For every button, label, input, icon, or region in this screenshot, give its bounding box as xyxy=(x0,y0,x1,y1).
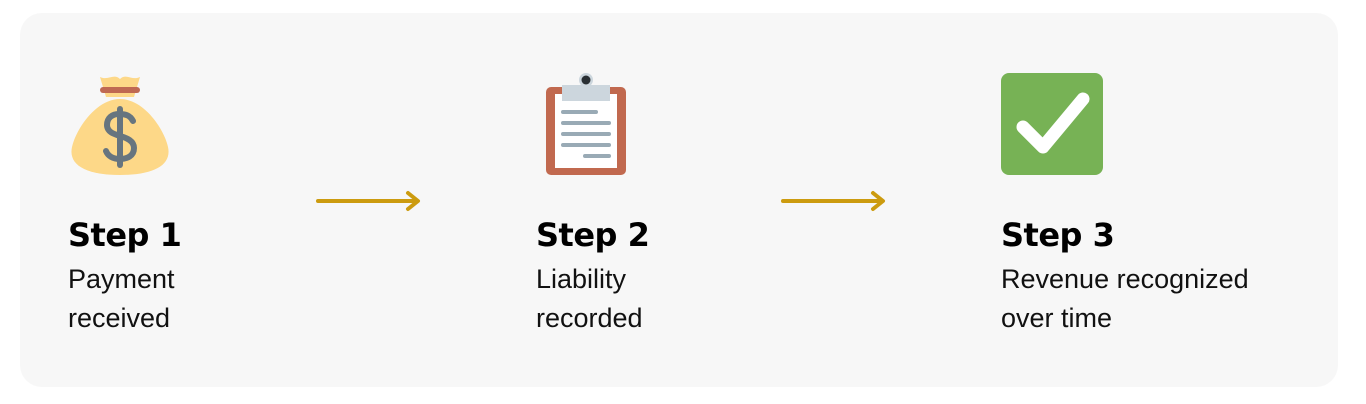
step-description: Payment received xyxy=(68,260,175,338)
step-description-line: Payment xyxy=(68,264,175,294)
step-description-line: over time xyxy=(1001,303,1113,333)
check-background xyxy=(1001,73,1103,175)
money-bag-icon xyxy=(71,76,169,175)
step-description-line: received xyxy=(68,303,171,333)
clipboard-clip xyxy=(562,85,610,101)
step-description-line: Liability xyxy=(536,264,627,294)
dollar-sign xyxy=(103,106,138,168)
clipboard-lines xyxy=(561,110,611,158)
money-bag-tie xyxy=(100,87,140,93)
clipboard-icon xyxy=(546,73,626,175)
step-description-line: Revenue recognized xyxy=(1001,264,1249,294)
step-title: Step 1 xyxy=(68,216,182,254)
step-title: Step 2 xyxy=(536,216,650,254)
step-description-line: recorded xyxy=(536,303,643,333)
check-mark xyxy=(1016,92,1090,154)
check-mark-icon xyxy=(1001,73,1103,175)
right-arrow-icon xyxy=(316,191,420,211)
right-arrow-icon xyxy=(781,191,885,211)
money-bag-top xyxy=(100,76,140,97)
process-flow-card: Step 1 Payment received Step 2 xyxy=(20,13,1338,387)
step-description: Liability recorded xyxy=(536,260,643,338)
step-description: Revenue recognized over time xyxy=(1001,260,1249,338)
step-title: Step 3 xyxy=(1001,216,1115,254)
clipboard-pin-hole xyxy=(581,75,591,85)
